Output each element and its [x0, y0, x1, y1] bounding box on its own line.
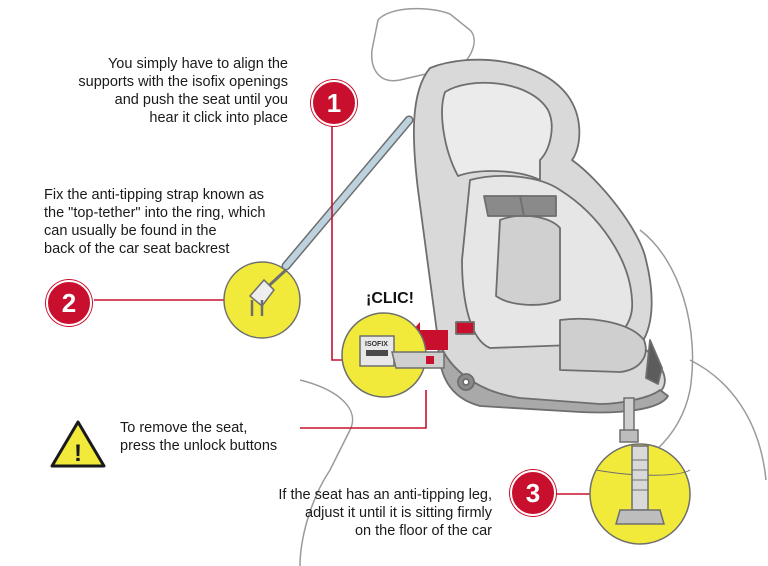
isofix-label: ISOFIX [365, 341, 388, 348]
leg-foot-detail [589, 443, 691, 545]
child-car-seat [412, 58, 669, 414]
step-badge-1: 1 [311, 80, 357, 126]
caption-top-tether: Fix the anti-tipping strap known as the … [44, 187, 266, 257]
tether-ring-detail [223, 261, 301, 339]
top-tether-strap [281, 115, 414, 271]
isofix-detail: ISOFIX [341, 312, 445, 398]
support-leg [619, 397, 639, 443]
caption-align-isofix: You simply have to align the supports wi… [78, 56, 288, 126]
svg-text:!: ! [74, 440, 82, 467]
step-badge-3: 3 [510, 470, 556, 516]
caption-remove-seat: To remove the seat, press the unlock but… [120, 420, 278, 454]
caption-anti-tipping-leg: If the seat has an anti-tipping leg, adj… [278, 487, 492, 539]
clic-label: ¡CLIC! [366, 290, 414, 307]
step-badge-2: 2 [46, 280, 92, 326]
warning-triangle-icon: ! [50, 420, 106, 468]
